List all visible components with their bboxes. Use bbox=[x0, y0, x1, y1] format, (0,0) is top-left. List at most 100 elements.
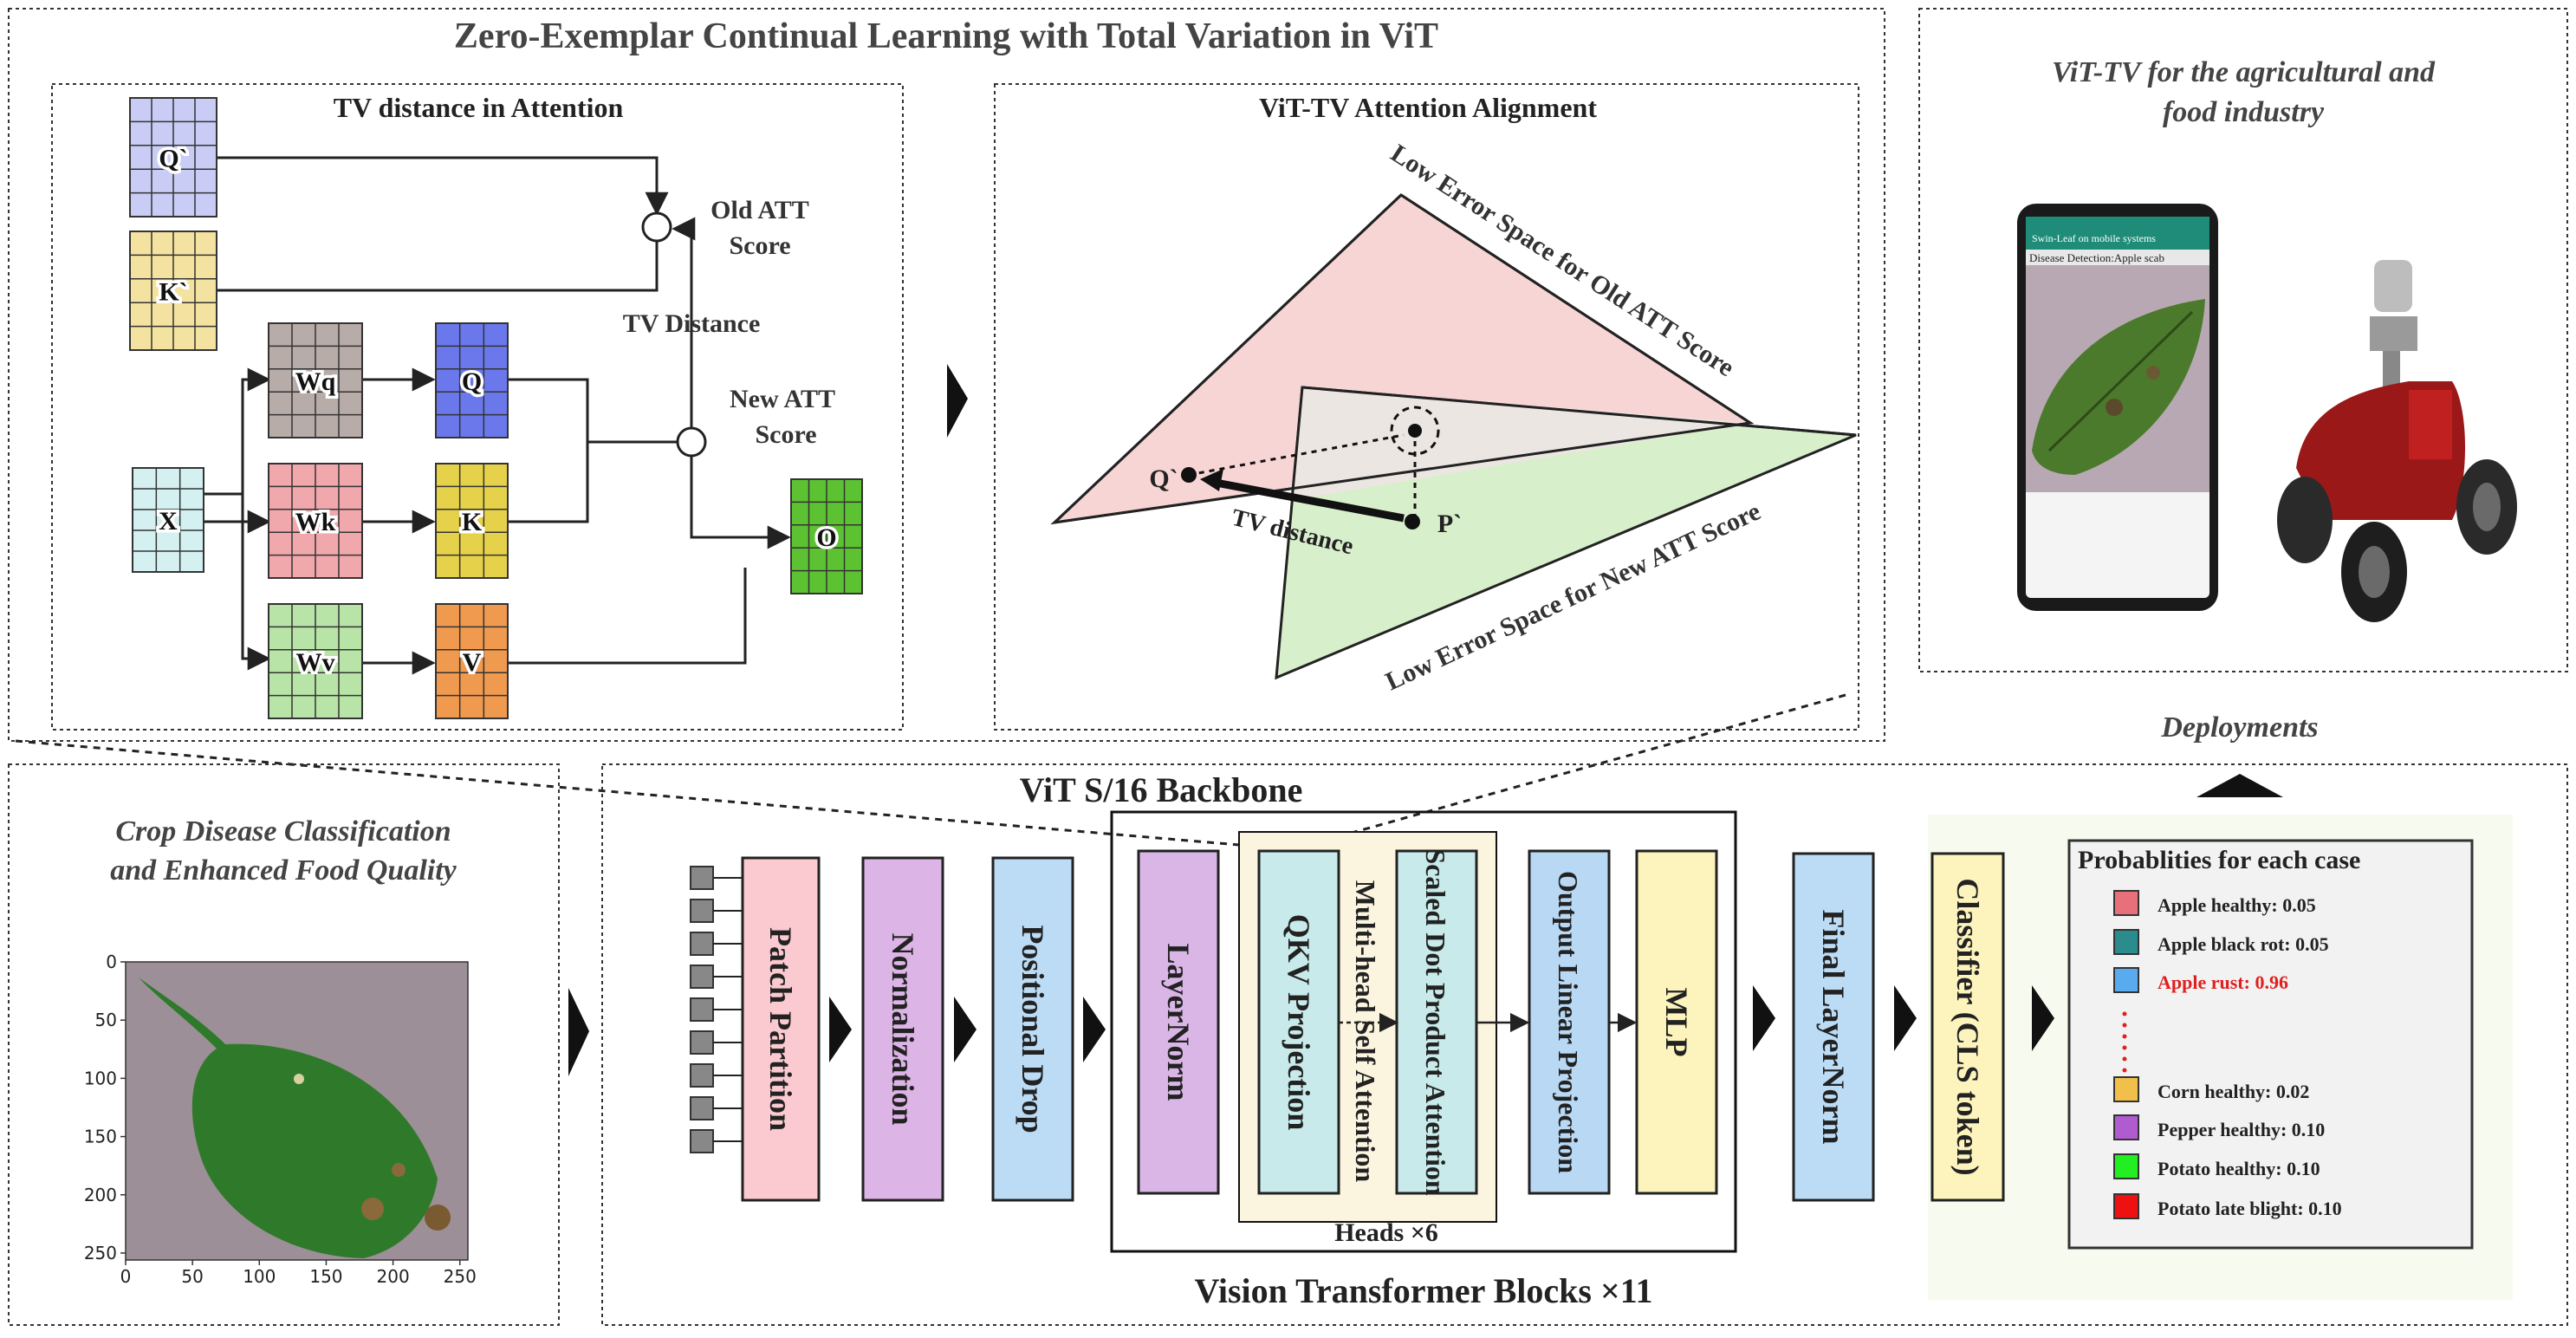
point-q-label: Q` bbox=[1149, 464, 1178, 493]
x-matrix: X bbox=[132, 467, 204, 573]
legend-swatch bbox=[2113, 1114, 2139, 1140]
zoom-line-left bbox=[15, 739, 1240, 847]
new-score-node bbox=[676, 426, 707, 458]
backbone-panel-frame bbox=[601, 763, 2568, 1326]
flow-arrow bbox=[1083, 997, 1106, 1062]
patch-token bbox=[690, 1063, 714, 1088]
backbone-title: ViT S/16 Backbone bbox=[1020, 770, 1303, 809]
svg-text:Swin-Leaf on mobile systems: Swin-Leaf on mobile systems bbox=[2032, 232, 2156, 244]
layernorm-stage: LayerNorm bbox=[1137, 849, 1220, 1195]
deployments-label: Deployments bbox=[2160, 711, 2318, 744]
flow-arrow bbox=[829, 997, 852, 1062]
deploy-title-2: food industry bbox=[2163, 96, 2325, 128]
qkv-stage: QKV Projection bbox=[1257, 849, 1340, 1195]
alignment-frame bbox=[994, 83, 1859, 731]
phone-illustration: Swin-Leaf on mobile systems Disease Dete… bbox=[2017, 204, 2218, 611]
legend-swatch bbox=[2113, 1153, 2139, 1179]
top-panel-frame bbox=[8, 8, 1885, 742]
probability-row: Corn healthy: 0.02 bbox=[2113, 1076, 2309, 1102]
probability-label: Apple black rot: 0.05 bbox=[2157, 933, 2329, 955]
o-matrix-label: O bbox=[816, 523, 836, 552]
patch-token bbox=[690, 1129, 714, 1153]
patch-token bbox=[690, 997, 714, 1022]
blocks-label: Vision Transformer Blocks ×11 bbox=[1194, 1271, 1652, 1310]
probabilities-title: Probablities for each case bbox=[2078, 846, 2360, 874]
leaf-image-plot bbox=[125, 961, 469, 1261]
k-old-matrix-label: K` bbox=[159, 278, 187, 307]
crop-panel-frame bbox=[8, 763, 560, 1326]
patch-tokens bbox=[690, 866, 742, 1153]
probability-row: Apple black rot: 0.05 bbox=[2113, 929, 2329, 955]
probability-label: Apple healthy: 0.05 bbox=[2157, 894, 2316, 916]
deploy-panel-frame bbox=[1918, 8, 2568, 672]
mlp-stage-label: MLP bbox=[1659, 988, 1694, 1057]
old-score-node bbox=[641, 211, 672, 243]
final-layernorm-stage-label: Final LayerNorm bbox=[1816, 910, 1851, 1145]
crop-title-1: Crop Disease Classification bbox=[115, 815, 451, 848]
probability-row: Potato late blight: 0.10 bbox=[2113, 1193, 2342, 1219]
heads-label: Heads ×6 bbox=[1334, 1218, 1438, 1247]
probability-row: Pepper healthy: 0.10 bbox=[2113, 1114, 2325, 1140]
classifier-stage-label: Classifier (CLS token) bbox=[1950, 878, 1985, 1175]
multihead-label: Multi-head Self Attention bbox=[1350, 880, 1381, 1183]
old-score-label-1: Old ATT bbox=[711, 196, 809, 224]
wk-matrix: Wk bbox=[268, 463, 363, 579]
crop-x-tick: 200 bbox=[377, 1266, 410, 1287]
scaled-dot-stage: Scaled Dot Product Attention bbox=[1395, 848, 1478, 1196]
legend-swatch bbox=[2113, 1076, 2139, 1102]
classifier-stage: Classifier (CLS token) bbox=[1930, 852, 2005, 1202]
probability-label: Pepper healthy: 0.10 bbox=[2157, 1119, 2325, 1140]
probability-label: Corn healthy: 0.02 bbox=[2157, 1081, 2309, 1102]
transformer-block-frame bbox=[1110, 810, 1737, 1253]
flow-arrow-top bbox=[947, 364, 968, 438]
k-matrix: K bbox=[435, 463, 509, 579]
crop-x-tick: 50 bbox=[181, 1266, 203, 1287]
crop-y-tick: 50 bbox=[95, 1010, 117, 1030]
new-score-label-2: Score bbox=[755, 420, 816, 449]
q-matrix: Q bbox=[435, 322, 509, 438]
tv-attention-frame bbox=[51, 83, 904, 731]
robot-illustration bbox=[2277, 260, 2517, 622]
normalization-stage-label: Normalization bbox=[886, 933, 920, 1126]
crop-title-2: and Enhanced Food Quality bbox=[110, 854, 457, 887]
positional-drop-stage: Positional Drop bbox=[991, 856, 1074, 1202]
flow-arrow bbox=[2032, 985, 2054, 1051]
o-matrix: O bbox=[790, 478, 863, 594]
probability-label: Apple rust: 0.96 bbox=[2157, 971, 2288, 993]
deploy-title-1: ViT-TV for the agricultural and bbox=[2052, 56, 2436, 88]
legend-swatch bbox=[2113, 890, 2139, 916]
q-matrix-label: Q bbox=[462, 367, 482, 396]
flow-arrow bbox=[1753, 985, 1775, 1051]
crop-y-tick: 100 bbox=[84, 1068, 117, 1088]
wv-matrix: Wv bbox=[268, 603, 363, 719]
wk-matrix-label: Wk bbox=[295, 508, 336, 536]
probability-label: Potato healthy: 0.10 bbox=[2157, 1158, 2320, 1179]
wq-matrix: Wq bbox=[268, 322, 363, 438]
patch-partition-stage: Patch Partition bbox=[741, 856, 821, 1202]
alignment-title: ViT-TV Attention Alignment bbox=[1259, 92, 1597, 123]
top-panel-title: Zero-Exemplar Continual Learning with To… bbox=[454, 16, 1438, 56]
positional-drop-stage-label: Positional Drop bbox=[1015, 925, 1050, 1133]
k-matrix-label: K bbox=[462, 508, 483, 536]
point-q bbox=[1181, 467, 1197, 483]
flow-arrow bbox=[1894, 985, 1917, 1051]
point-p bbox=[1405, 514, 1420, 529]
new-score-label-1: New ATT bbox=[730, 385, 835, 413]
normalization-stage: Normalization bbox=[861, 856, 944, 1202]
mlp-stage: MLP bbox=[1635, 849, 1718, 1195]
zoom-line-right bbox=[1307, 693, 1846, 847]
ellipsis-dots bbox=[2122, 1011, 2127, 1073]
patch-token bbox=[690, 866, 714, 890]
tv-distance-label: TV Distance bbox=[623, 309, 761, 338]
wq-matrix-label: Wq bbox=[295, 367, 336, 396]
tv-distance-arrow bbox=[1210, 477, 1405, 523]
patch-token bbox=[690, 899, 714, 923]
tv-attention-graph: Old ATT Score TV Distance New ATT Score … bbox=[129, 97, 863, 719]
x-matrix-label: X bbox=[159, 507, 178, 536]
layernorm-stage-label: LayerNorm bbox=[1161, 944, 1196, 1101]
legend-swatch bbox=[2113, 929, 2139, 955]
legend-swatch bbox=[2113, 1193, 2139, 1219]
wv-matrix-label: Wv bbox=[296, 648, 335, 677]
